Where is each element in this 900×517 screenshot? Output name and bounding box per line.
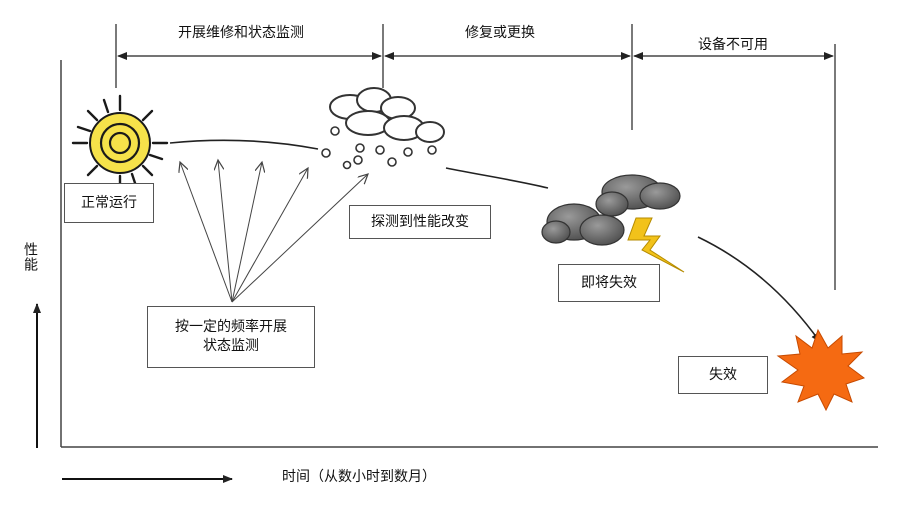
periodic-monitoring-line2: 状态监测 <box>203 338 259 354</box>
periodic-monitoring-line1: 按一定的频率开展 <box>175 319 287 336</box>
y-axis-label: 性能 <box>22 242 38 272</box>
phase-label-repair: 修复或更换 <box>465 25 535 41</box>
degradation-curve <box>169 139 319 150</box>
x-axis-label: 时间（从数小时到数月） <box>282 469 436 485</box>
state-box-periodic-monitoring: 按一定的频率开展 状态监测 <box>147 306 315 368</box>
explosion-icon <box>776 328 866 412</box>
storm-cloud-icon <box>541 174 681 246</box>
monitoring-fan-arrows <box>180 160 368 303</box>
state-box-detected: 探测到性能改变 <box>349 205 491 239</box>
state-box-failed: 失效 <box>678 356 768 394</box>
degradation-curve <box>445 167 549 189</box>
lightning-icon <box>627 217 685 273</box>
state-box-normal: 正常运行 <box>64 183 154 223</box>
phase-label-monitoring: 开展维修和状态监测 <box>178 25 304 41</box>
failure-arrow <box>697 236 821 343</box>
phase-label-unavailable: 设备不可用 <box>698 37 768 53</box>
sun-icon <box>71 94 169 192</box>
light-cloud-icon <box>321 87 445 170</box>
state-box-imminent: 即将失效 <box>558 264 660 302</box>
